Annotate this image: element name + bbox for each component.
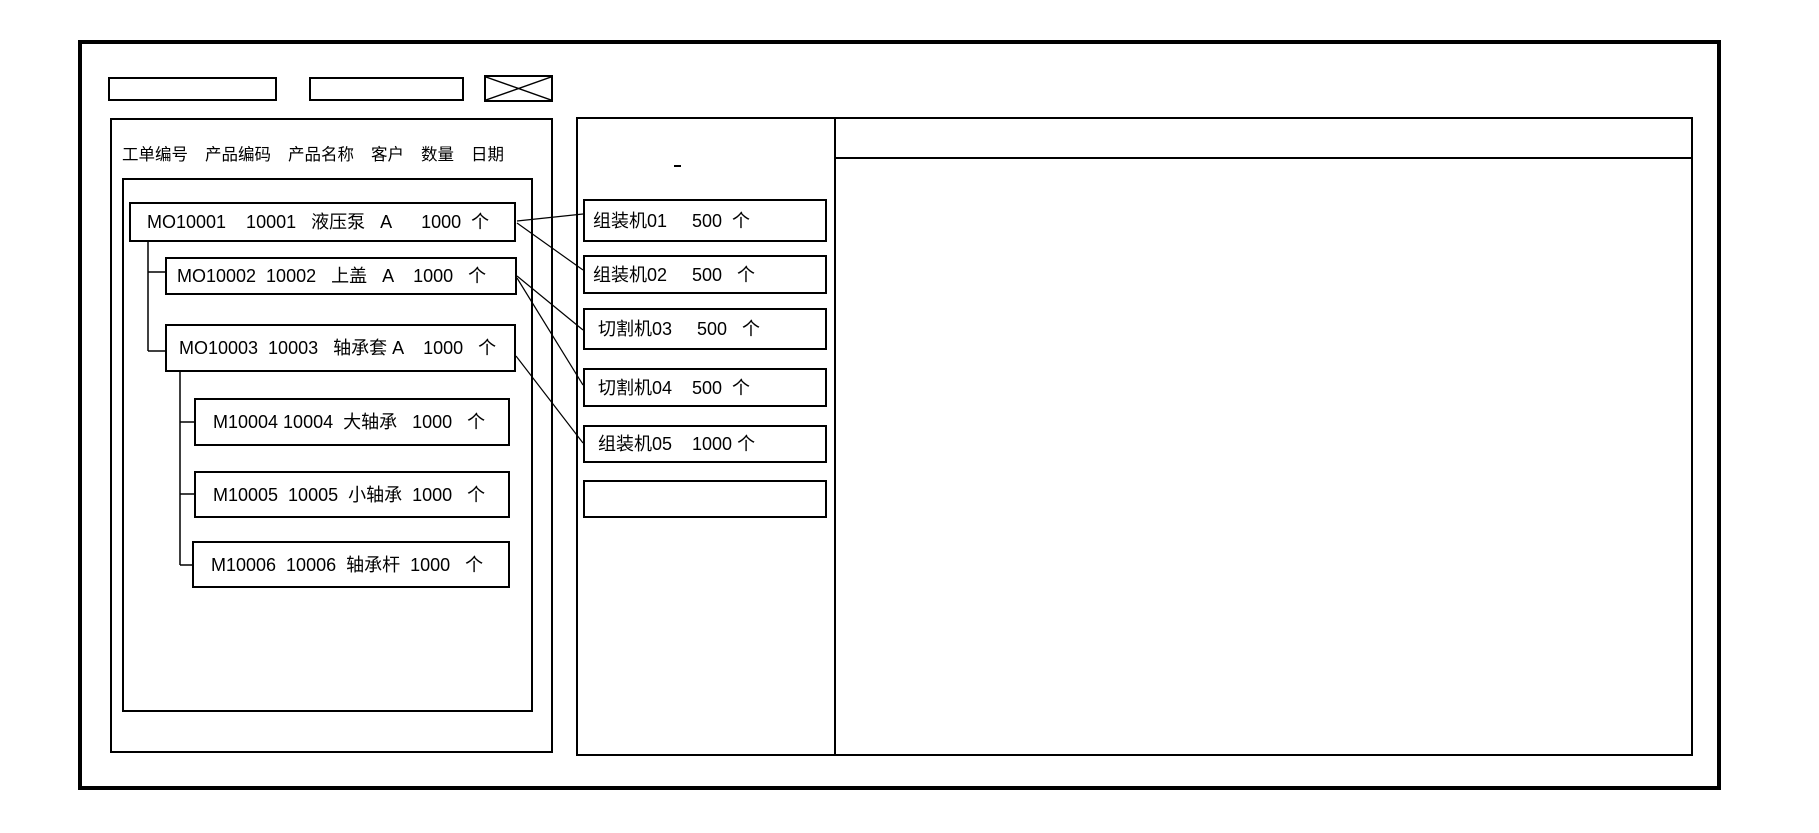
- machine-slot-1[interactable]: 组装机01 500 个: [583, 199, 827, 242]
- col-qty: 数量: [421, 146, 454, 164]
- schedule-panel: [834, 117, 1693, 756]
- x-placeholder-icon[interactable]: [484, 75, 553, 102]
- machine-slot-2[interactable]: 组装机02 500 个: [583, 255, 827, 294]
- col-date: 日期: [471, 146, 504, 164]
- toolbar-field-1[interactable]: [108, 77, 277, 101]
- order-node-mo10003[interactable]: MO10003 10003 轴承套 A 1000 个: [165, 324, 516, 372]
- toolbar-field-2[interactable]: [309, 77, 464, 101]
- order-node-m10006[interactable]: M10006 10006 轴承杆 1000 个: [192, 541, 510, 588]
- app-window-frame: [78, 40, 1721, 790]
- order-node-mo10001[interactable]: MO10001 10001 液压泵 A 1000 个: [129, 202, 516, 242]
- col-product-name: 产品名称: [288, 146, 354, 164]
- col-order-no: 工单编号: [122, 146, 188, 164]
- machine-slot-5[interactable]: 组装机05 1000 个: [583, 425, 827, 463]
- schedule-header-divider: [836, 157, 1691, 159]
- machine-slot-4[interactable]: 切割机04 500 个: [583, 368, 827, 407]
- x-placeholder-cross: [486, 77, 551, 100]
- order-node-m10004[interactable]: M10004 10004 大轴承 1000 个: [194, 398, 510, 446]
- order-node-mo10002[interactable]: MO10002 10002 上盖 A 1000 个: [165, 257, 517, 295]
- col-product-code: 产品编码: [205, 146, 271, 164]
- machine-slot-3[interactable]: 切割机03 500 个: [583, 308, 827, 350]
- dash-mark: [674, 165, 681, 167]
- col-customer: 客户: [371, 146, 404, 164]
- order-column-header: 工单编号 产品编码 产品名称 客户 数量 日期: [122, 142, 504, 164]
- order-node-m10005[interactable]: M10005 10005 小轴承 1000 个: [194, 471, 510, 518]
- machine-slot-empty[interactable]: [583, 480, 827, 518]
